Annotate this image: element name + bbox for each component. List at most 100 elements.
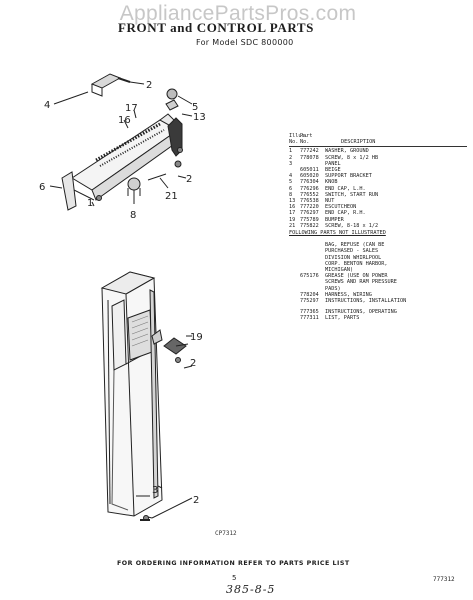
parts-row: 13 776538 NUT xyxy=(289,198,467,204)
not-illustrated-row: 777365 INSTRUCTIONS, OPERATING xyxy=(289,309,467,315)
parts-row: 605011 BEIGE xyxy=(289,167,467,173)
parts-row-part: 777220 xyxy=(300,204,319,211)
watermark: AppliancePartsPros.com xyxy=(119,2,357,25)
parts-row-desc: SUPPORT BRACKET xyxy=(325,173,372,180)
not-illustrated-desc: GREASE (USE ON POWER SCREWS AND RAM PRES… xyxy=(325,273,397,292)
parts-row-illus: 13 xyxy=(289,198,296,205)
not-illustrated-row: BAG, REFUSE (CAN BE PURCHASED - SALES DI… xyxy=(289,242,467,273)
parts-row: 8 776552 SWITCH, START RUN xyxy=(289,192,467,198)
support-bracket xyxy=(90,73,122,89)
parts-row-desc: PANEL xyxy=(325,160,341,167)
callout-2-top: 2 xyxy=(146,80,152,91)
not-illustrated-desc: INSTRUCTIONS, INSTALLATION xyxy=(325,298,407,305)
parts-row-illus: 21 xyxy=(289,222,296,229)
document-id: 777312 xyxy=(433,576,455,583)
handwritten-note: 385-8-5 xyxy=(226,583,276,596)
not-illustrated-part: 775297 xyxy=(300,298,319,305)
parts-row-desc: KNOB xyxy=(325,179,338,186)
parts-row-part: 605011 xyxy=(300,167,319,174)
parts-row-desc: END CAP, R.H. xyxy=(325,210,366,217)
header-description: DESCRIPTION xyxy=(341,139,376,145)
callout-17: 17 xyxy=(125,103,138,114)
bumper xyxy=(163,337,187,355)
parts-row: 2 778078 SCREW, 8 x 1/2 HB xyxy=(289,155,467,161)
callout-4: 4 xyxy=(44,100,50,111)
not-illustrated-desc: INSTRUCTIONS, OPERATING xyxy=(325,309,397,316)
parts-row-part: 775822 xyxy=(300,222,319,229)
callout-8: 8 xyxy=(130,210,136,221)
parts-row-desc: SWITCH, START RUN xyxy=(325,191,379,198)
not-illustrated-desc: LIST, PARTS xyxy=(325,315,360,322)
parts-row-illus: 16 xyxy=(289,204,296,211)
callout-2-bottom: 2 xyxy=(193,495,199,506)
header-part-no: Part No. xyxy=(300,133,313,146)
callout-5: 5 xyxy=(192,102,198,113)
parts-row-desc: END CAP, L.H. xyxy=(325,185,366,192)
not-illustrated-row: 775297 INSTRUCTIONS, INSTALLATION xyxy=(289,298,467,304)
parts-row-part: 776552 xyxy=(300,191,319,198)
parts-row-part: 776297 xyxy=(300,210,319,217)
callout-16: 16 xyxy=(118,115,131,126)
parts-row-desc: WASHER, GROUND xyxy=(325,148,369,155)
parts-row-desc: SCREW, 8-18 x 1/2 xyxy=(325,222,379,229)
parts-row-illus: 17 xyxy=(289,210,296,217)
not-illustrated-heading: FOLLOWING PARTS NOT ILLUSTRATED xyxy=(289,230,386,237)
figure-code: CP7312 xyxy=(215,530,237,537)
parts-row-part: 778078 xyxy=(300,154,319,161)
not-illustrated-row: 675176 GREASE (USE ON POWER SCREWS AND RA… xyxy=(289,273,467,292)
header-illus-no: Illus. No. xyxy=(289,133,308,146)
page-title: FRONT and CONTROL PARTS xyxy=(118,20,314,35)
ordering-info-footer: FOR ORDERING INFORMATION REFER TO PARTS … xyxy=(117,560,350,567)
callout-3: 3 xyxy=(152,485,158,496)
parts-row-illus: 5 xyxy=(289,179,293,186)
ground-washer xyxy=(96,195,102,201)
parts-row-illus: 6 xyxy=(289,185,293,192)
parts-row-illus: 2 xyxy=(289,154,293,161)
callout-21: 21 xyxy=(165,191,178,202)
parts-row-illus: 1 xyxy=(289,148,293,155)
not-illustrated-desc: BAG, REFUSE (CAN BE PURCHASED - SALES DI… xyxy=(325,242,388,274)
parts-row-illus: 3 xyxy=(289,160,293,167)
parts-row-desc: NUT xyxy=(325,198,335,205)
callout-2-mid: 2 xyxy=(186,174,192,185)
not-illustrated-row: 778204 HARNESS, WIRING xyxy=(289,292,467,298)
parts-row-illus: 19 xyxy=(289,216,296,223)
parts-row-illus: 4 xyxy=(289,173,293,180)
not-illustrated-desc: HARNESS, WIRING xyxy=(325,291,372,298)
not-illustrated-part: 778204 xyxy=(300,291,319,298)
parts-row: 6 776296 END CAP, L.H. xyxy=(289,186,467,192)
not-illustrated-part: 675176 xyxy=(300,273,319,280)
parts-row: 17 776297 END CAP, R.H. xyxy=(289,210,467,216)
callout-2-bumper: 2 xyxy=(190,358,196,369)
parts-row: 1 777242 WASHER, GROUND xyxy=(289,148,467,154)
parts-row: 4 605020 SUPPORT BRACKET xyxy=(289,173,467,179)
parts-row-part: 776538 xyxy=(300,198,319,205)
parts-row-part: 776296 xyxy=(300,185,319,192)
parts-row-illus: 8 xyxy=(289,191,293,198)
parts-row-desc: SCREW, 8 x 1/2 HB xyxy=(325,154,379,161)
parts-row-desc: ESCUTCHEON xyxy=(325,204,357,211)
not-illustrated-part: 777365 xyxy=(300,309,319,316)
parts-row: 21 775822 SCREW, 8-18 x 1/2 xyxy=(289,223,467,229)
parts-row-desc: BUMPER xyxy=(325,216,344,223)
parts-row-part: 775789 xyxy=(300,216,319,223)
parts-row-part: 605020 xyxy=(300,173,319,180)
end-cap-lh xyxy=(61,171,77,211)
not-illustrated-part xyxy=(289,242,325,273)
header-rule xyxy=(289,146,467,148)
knob xyxy=(166,88,178,100)
parts-row-desc: BEIGE xyxy=(325,167,341,174)
parts-row-part: 777242 xyxy=(300,148,319,155)
start-run-switch xyxy=(127,177,141,191)
callout-6: 6 xyxy=(39,182,45,193)
parts-list: Illus. No. Part No. DESCRIPTION 1 777242 W… xyxy=(289,133,467,322)
page-number: 5 xyxy=(232,574,237,582)
callout-19: 19 xyxy=(190,332,203,343)
parts-row: 16 777220 ESCUTCHEON xyxy=(289,204,467,210)
parts-row: 3 PANEL xyxy=(289,161,467,167)
parts-list-header: Illus. No. Part No. DESCRIPTION xyxy=(289,133,467,145)
callout-13: 13 xyxy=(193,112,206,123)
